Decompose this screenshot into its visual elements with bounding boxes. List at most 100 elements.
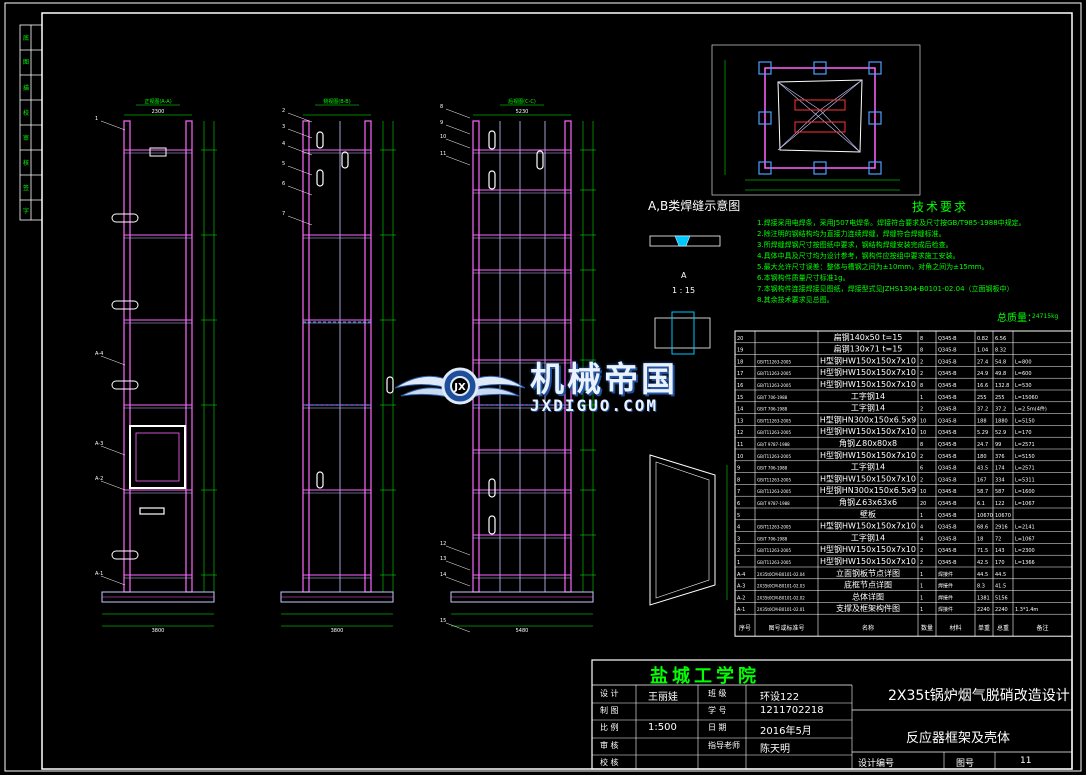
gear-wings-icon: JX [395,367,525,405]
bom-cell: Q345-B [938,348,957,354]
bom-cell: Q345-B [938,513,957,519]
tech-requirement-item: 1.焊接采用电焊条，采用J507电焊条。焊接符合要求及尺寸按GB/T985-19… [757,219,1026,227]
drawing-name: 反应器框架及壳体 [906,731,1011,746]
bom-cell: Q345-B [938,407,957,413]
plan-label-box-2 [794,121,846,133]
part-callout: 10 [440,134,446,140]
bom-cell: 174 [995,466,1005,472]
bom-cell: H型钢HW150x150x7x10 [820,426,916,436]
part-callout: 7 [282,211,285,217]
bom-cell: 1381 [977,595,990,601]
nozzle [111,213,139,223]
bom-cell: GB/T11263-2005 [757,418,791,423]
part-callout: 1 [95,116,98,122]
bom-cell: GB/T11263-2005 [757,430,791,435]
bom-cell: 8 [920,348,923,354]
bom-header: 序号 [739,624,751,632]
bom-cell: 2 [920,548,923,554]
column-right [364,120,372,593]
bom-cell: 8.3 [977,584,985,590]
bom-cell: 20 [920,501,926,507]
bom-cell: A-1 [737,607,745,613]
bom-cell: 15 [737,395,743,401]
bom-cell: 2 [920,560,923,566]
bom-cell: 1 [920,607,923,613]
project-title: 2X35t锅炉烟气脱硝改造设计 [888,688,1070,704]
bom-cell: 334 [995,477,1005,483]
bom-cell: 2 [920,454,923,460]
bom-cell: Q345-B [938,548,957,554]
nozzle [316,471,324,489]
bom-cell: 1 [920,513,923,519]
bom-cell: 10 [920,418,926,424]
bom-cell: L=1067 [1015,501,1035,507]
plan-column [813,61,827,75]
title-block-cell: 2016年5月 [760,726,812,737]
top-bracket [149,147,167,157]
plan-column [758,61,772,75]
bom-cell: L=15060 [1015,395,1038,401]
bom-cell: L=1600 [1015,489,1035,495]
bom-cell: GB/T 9787-1988 [757,442,790,447]
bom-cell: 132.8 [995,383,1009,389]
bom-cell: 10 [920,430,926,436]
school-name: 盐城工学院 [650,666,760,687]
nozzle [316,131,324,149]
bom-cell: H型钢HW150x150x7x10 [820,355,916,365]
title-block-cell: 指导老师 [708,741,740,750]
nozzle [111,380,139,390]
plan-outline [764,67,876,169]
bom-cell: 2X35t0CM-B0101-02.02 [757,595,805,600]
bom-cell: GB/T11263-2005 [757,548,791,553]
svg-text:审: 审 [23,134,29,142]
bom-cell: Q345-B [938,359,957,365]
bom-cell: Q345-B [938,442,957,448]
svg-text:校: 校 [23,109,29,117]
bom-cell: 3 [737,536,740,542]
bom-cell: 7 [737,489,740,495]
title-block-cell: 班 级 [708,689,727,698]
part-callout: 12 [440,541,446,547]
tech-requirement-item: 2.除注明的钢结构均为直接力连续焊缝，焊缝符合焊缝标准。 [757,230,946,238]
bom-cell: L=530 [1015,383,1032,389]
callout-leader [100,480,126,491]
sheet-number: 11 [1020,756,1032,766]
bom-cell: 8 [920,336,923,342]
weld-section-title: A,B类焊缝示意图 [648,199,741,213]
tech-requirement-item: 4.具体中具及尺寸均为设计参考，钢构件应按组中要求施工安装。 [757,252,960,260]
nozzle [488,170,496,190]
detail-a-label: A [681,271,687,280]
nozzle [488,130,496,150]
title-block-cell: 制 图 [600,706,619,715]
title-block-cell: 日 期 [708,723,727,732]
plan-column [868,161,882,175]
elevation-view-2-base-width: 3800 [331,628,344,634]
bom-cell: Q345-B [938,536,957,542]
bom-cell: 6 [737,501,740,507]
elevation-view-2-title: 侧视图(B-B) [323,98,350,105]
bom-cell: GB/T 706-1988 [757,466,788,471]
nozzle [111,300,139,310]
bom-cell: 壁板 [860,509,876,519]
callout-leader [100,575,126,586]
bom-cell: 1 [920,572,923,578]
part-callout: 3 [282,124,285,130]
part-callout: A-2 [95,476,103,482]
callout-leader [100,355,126,366]
tech-requirement-item: 5.最大允许尺寸误差：整体与槽钢之间为±10mm，对角之间为±15mm。 [757,263,989,271]
sheet-label: 图号 [956,759,975,769]
tech-requirement-item: 3.所焊缝焊钢尺寸按图纸中要求，钢结构焊缝安装完成后检查。 [757,241,953,249]
bom-cell: 2 [737,548,740,554]
plan-column [868,111,882,125]
elevation-view-3-title: 后视图(C-C) [508,98,536,105]
part-callout: 11 [440,151,446,157]
bom-cell: H型钢HW150x150x7x10 [820,544,916,554]
column-right [185,120,193,593]
hopper-inner [655,461,710,599]
total-weight-value: 24715kg [1032,313,1059,320]
bom-cell: 24.7 [977,442,988,448]
column-left [302,120,310,593]
watermark: JX 机械帝国 JXDIGUO.COM [395,352,695,422]
bom-cell: 52.9 [995,430,1006,436]
column-left [123,120,131,593]
